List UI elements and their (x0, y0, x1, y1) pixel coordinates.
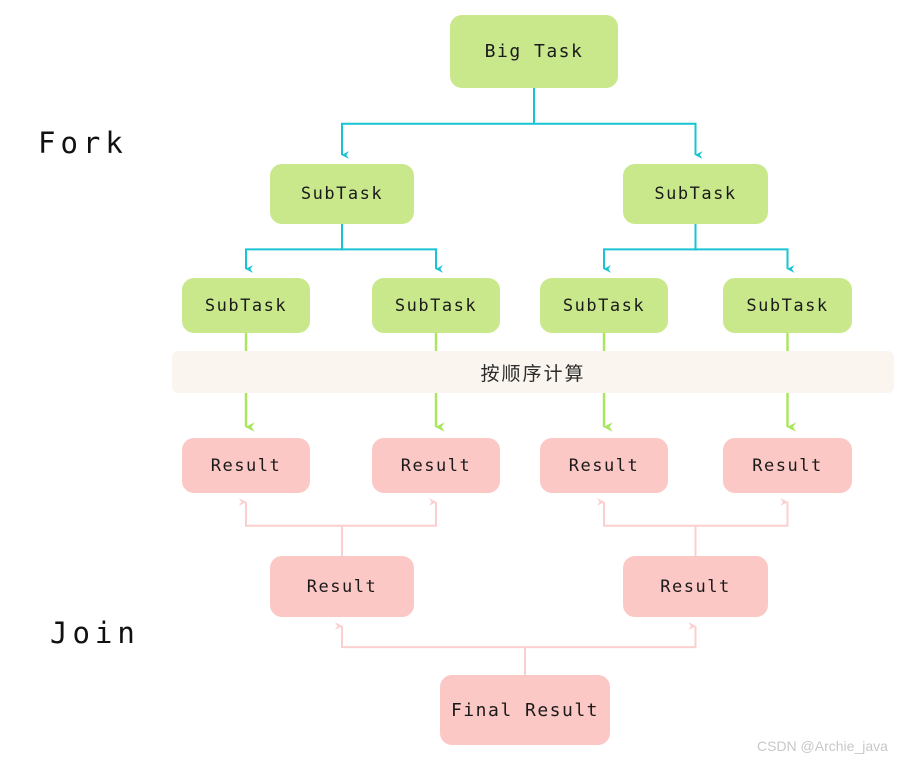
node-result-3: Result (540, 438, 668, 493)
node-subtask-r: SubTask (623, 164, 768, 224)
node-result-4: Result (723, 438, 852, 493)
node-subtask-l: SubTask (270, 164, 414, 224)
node-label: SubTask (654, 184, 737, 204)
node-label: SubTask (746, 295, 829, 316)
edge-final-to-resultleft (334, 622, 526, 675)
edge-resultright-to-result4 (694, 498, 789, 556)
node-result-1: Result (182, 438, 310, 493)
node-label: SubTask (300, 184, 384, 204)
edge-bigtask-to-subtask-left (341, 88, 535, 159)
node-label: SubTask (562, 295, 646, 316)
stage-label-join: Join (50, 616, 140, 650)
node-subtask-4: SubTask (723, 278, 852, 333)
edge-subtaskright-to-subtask4 (694, 224, 795, 273)
sequential-compute-band: 按顺序计算 (172, 351, 894, 393)
node-subtask-1: SubTask (182, 278, 310, 333)
node-final: Final Result (440, 675, 610, 745)
edge-subtaskright-to-subtask3 (603, 224, 697, 273)
edge-resultright-to-result3 (596, 498, 697, 556)
edge-final-to-resultright (524, 622, 697, 675)
edge-resultleft-to-result2 (341, 498, 437, 556)
edge-resultleft-to-result1 (238, 498, 343, 556)
node-label: Result (752, 455, 823, 476)
edge-subtaskleft-to-subtask1 (245, 224, 343, 273)
node-label: Result (210, 455, 282, 476)
edge-subtaskleft-to-subtask2 (341, 224, 443, 273)
node-label: Final Result (450, 699, 600, 721)
node-subtask-3: SubTask (540, 278, 668, 333)
node-subtask-2: SubTask (372, 278, 500, 333)
node-label: SubTask (394, 295, 478, 316)
node-label: Result (400, 455, 472, 476)
node-label: SubTask (204, 295, 288, 316)
node-result-2: Result (372, 438, 500, 493)
edge-bigtask-to-subtask-right (533, 88, 703, 159)
node-label: Result (306, 576, 378, 597)
node-big-task: Big Task (450, 15, 618, 88)
node-label: Big Task (484, 41, 584, 62)
sequential-compute-label: 按顺序计算 (480, 362, 586, 385)
stage-label-fork: Fork (38, 126, 128, 160)
watermark: CSDN @Archie_java (757, 738, 888, 754)
node-result-l: Result (270, 556, 414, 617)
node-label: Result (568, 455, 640, 476)
node-result-r: Result (623, 556, 768, 617)
node-label: Result (660, 576, 731, 597)
